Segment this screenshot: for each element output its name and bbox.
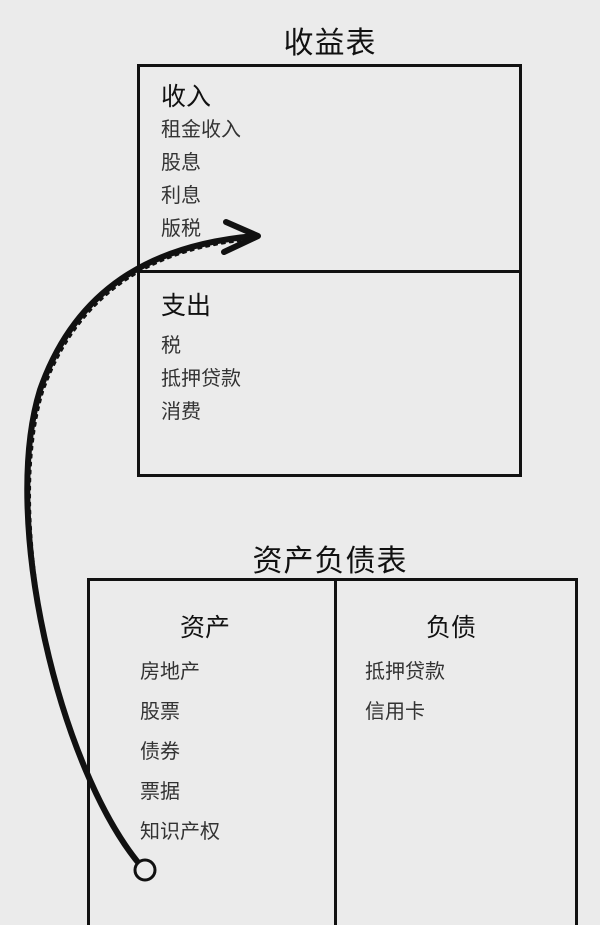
- income-heading: 收入: [161, 82, 212, 111]
- liabilities-heading: 负债: [426, 613, 477, 642]
- list-item: 股票: [140, 699, 180, 723]
- list-item: 租金收入: [161, 117, 241, 141]
- list-item: 税: [161, 333, 181, 357]
- list-item: 房地产: [140, 659, 200, 683]
- income-expense-divider: [140, 270, 519, 273]
- list-item: 版税: [161, 216, 201, 240]
- list-item: 抵押贷款: [161, 366, 241, 390]
- list-item: 票据: [140, 779, 180, 803]
- income-statement-title: 收益表: [283, 26, 377, 61]
- list-item: 知识产权: [140, 819, 220, 843]
- list-item: 利息: [161, 183, 201, 207]
- expenses-heading: 支出: [161, 291, 212, 320]
- balance-sheet-title: 资产负债表: [252, 544, 408, 579]
- list-item: 股息: [161, 150, 201, 174]
- assets-heading: 资产: [180, 613, 231, 642]
- arrow-head: [221, 219, 261, 255]
- assets-liabilities-divider: [334, 581, 337, 925]
- list-item: 债券: [140, 739, 180, 763]
- arrow-curve: [24, 233, 258, 869]
- income-list: 租金收入 股息 利息 版税: [161, 113, 241, 245]
- assets-list: 房地产 股票 债券 票据 知识产权: [140, 651, 220, 851]
- list-item: 抵押贷款: [365, 659, 445, 683]
- arrow-start-circle: [133, 858, 157, 882]
- income-statement-box: 收入 租金收入 股息 利息 版税 支出 税 抵押贷款 消费: [137, 64, 522, 477]
- arrow-curve-texture: [29, 239, 251, 861]
- expenses-list: 税 抵押贷款 消费: [161, 329, 241, 428]
- list-item: 消费: [161, 399, 201, 423]
- balance-sheet-box: 资产 房地产 股票 债券 票据 知识产权 负债 抵押贷款 信用卡: [87, 578, 578, 925]
- list-item: 信用卡: [365, 699, 425, 723]
- liabilities-list: 抵押贷款 信用卡: [365, 651, 445, 731]
